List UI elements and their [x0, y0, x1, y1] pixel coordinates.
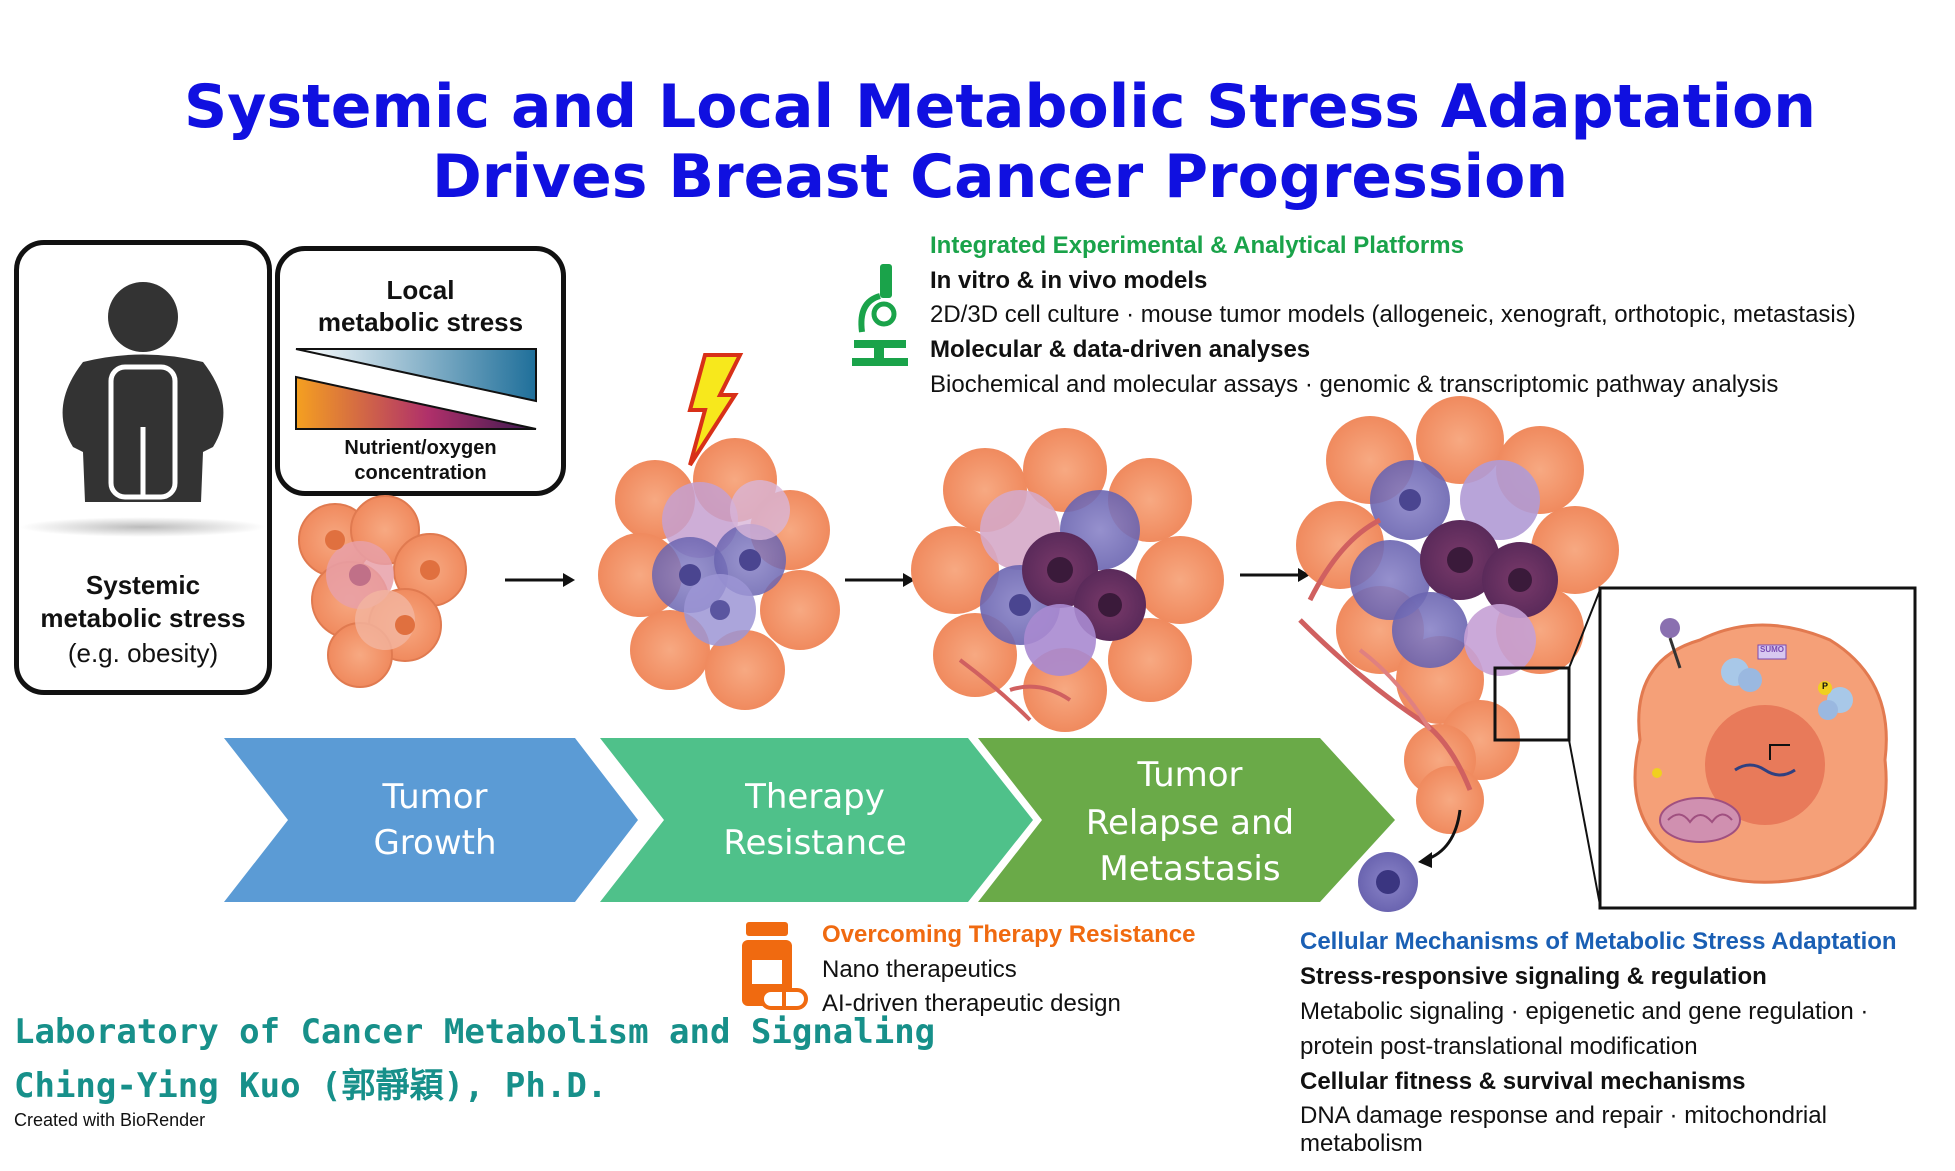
- systemic-stress-box: Systemic metabolic stress (e.g. obesity): [14, 240, 272, 695]
- page-title-line1: Systemic and Local Metabolic Stress Adap…: [184, 72, 1816, 142]
- stage3-line3: Metastasis: [1099, 849, 1281, 889]
- stage-chevron-2: [600, 738, 1033, 902]
- disseminated-cell: [1358, 852, 1418, 912]
- therapy-item1: Nano therapeutics: [822, 956, 1017, 983]
- sumo-label: SUMO: [1760, 645, 1784, 654]
- platforms-text2: Biochemical and molecular assays · genom…: [930, 371, 1779, 398]
- stage-chevron-3: [978, 738, 1395, 902]
- gradient-label-line2: concentration: [354, 462, 487, 484]
- systemic-label-line3: (e.g. obesity): [67, 638, 219, 668]
- stage-chevron-1: [224, 738, 638, 902]
- mechanisms-text2: DNA damage response and repair · mitocho…: [1300, 1102, 1827, 1157]
- shadow: [19, 517, 267, 537]
- platforms-sub2: Molecular & data-driven analyses: [930, 336, 1311, 363]
- gradient-label-line1: Nutrient/oxygen: [344, 437, 497, 459]
- tumor-stage1: [298, 495, 467, 688]
- tumor-stage4: [1296, 396, 1619, 906]
- cell-inset: [1598, 586, 1917, 910]
- stage3-line2: Relapse and: [1085, 803, 1295, 843]
- tumor-stage2: [598, 438, 840, 710]
- systemic-label-line2: metabolic stress: [40, 603, 246, 633]
- local-stress-box: Local metabolic stress Nutrient/oxygen c…: [275, 246, 566, 496]
- platforms-sub1: In vitro & in vivo models: [930, 267, 1208, 294]
- platforms-heading: Integrated Experimental & Analytical Pla…: [930, 232, 1464, 259]
- therapy-item2: AI-driven therapeutic design: [822, 990, 1121, 1017]
- stage3-line1: Tumor: [1137, 755, 1243, 795]
- pill-bottle-icon: [742, 922, 808, 1010]
- gradient-wedges: [295, 348, 537, 430]
- obese-person-icon: [62, 282, 224, 502]
- mechanisms-text1a: Metabolic signaling · epigenetic and gen…: [1300, 998, 1869, 1025]
- phospho-label: P: [1821, 681, 1828, 691]
- platforms-text1: 2D/3D cell culture · mouse tumor models …: [930, 301, 1856, 328]
- stage2-line1: Therapy: [745, 777, 885, 817]
- lab-name: Laboratory of Cancer Metabolism and Sign…: [14, 1012, 936, 1052]
- mechanisms-sub2: Cellular fitness & survival mechanisms: [1300, 1068, 1746, 1095]
- stage1-line2: Growth: [373, 823, 497, 863]
- mechanisms-text1b: protein post-translational modification: [1300, 1033, 1698, 1060]
- local-title-line1: Local: [386, 275, 455, 305]
- systemic-label-line1: Systemic: [85, 570, 201, 600]
- mechanisms-sub1: Stress-responsive signaling & regulation: [1300, 963, 1767, 990]
- lightning-bolt-icon: [687, 353, 744, 467]
- microscope-icon: [852, 264, 908, 366]
- biorender-credit: Created with BioRender: [14, 1110, 206, 1130]
- page-title-line2: Drives Breast Cancer Progression: [431, 142, 1569, 212]
- lab-pi: Ching-Ying Kuo (郭靜穎), Ph.D.: [14, 1066, 608, 1106]
- tumor-stage3: [911, 428, 1224, 732]
- stage2-line2: Resistance: [723, 823, 907, 863]
- therapy-heading: Overcoming Therapy Resistance: [822, 921, 1196, 948]
- stage1-line1: Tumor: [382, 777, 488, 817]
- local-title-line2: metabolic stress: [317, 307, 524, 337]
- mechanisms-heading: Cellular Mechanisms of Metabolic Stress …: [1300, 928, 1897, 955]
